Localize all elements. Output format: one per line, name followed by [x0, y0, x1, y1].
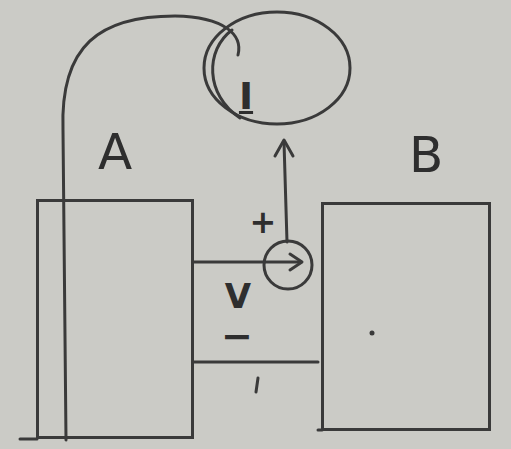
current-arrow — [284, 142, 287, 242]
wire — [194, 261, 300, 264]
block-box: A — [36, 199, 194, 439]
block-name: A — [98, 127, 132, 177]
voltage-label: V — [225, 279, 251, 313]
arrow-head — [290, 254, 302, 270]
polarity-sign: + — [250, 206, 277, 238]
tick-mark — [256, 378, 258, 392]
dot — [370, 331, 375, 336]
wire — [20, 438, 37, 441]
block-name: B — [409, 130, 443, 180]
wire — [194, 361, 318, 364]
block-box: B — [321, 202, 491, 431]
polarity-sign: − — [221, 317, 253, 355]
current-loop — [204, 12, 350, 124]
arrow-head — [275, 140, 293, 156]
current-loop — [213, 30, 240, 118]
current-label: I — [239, 77, 253, 115]
source-symbol — [264, 241, 312, 289]
